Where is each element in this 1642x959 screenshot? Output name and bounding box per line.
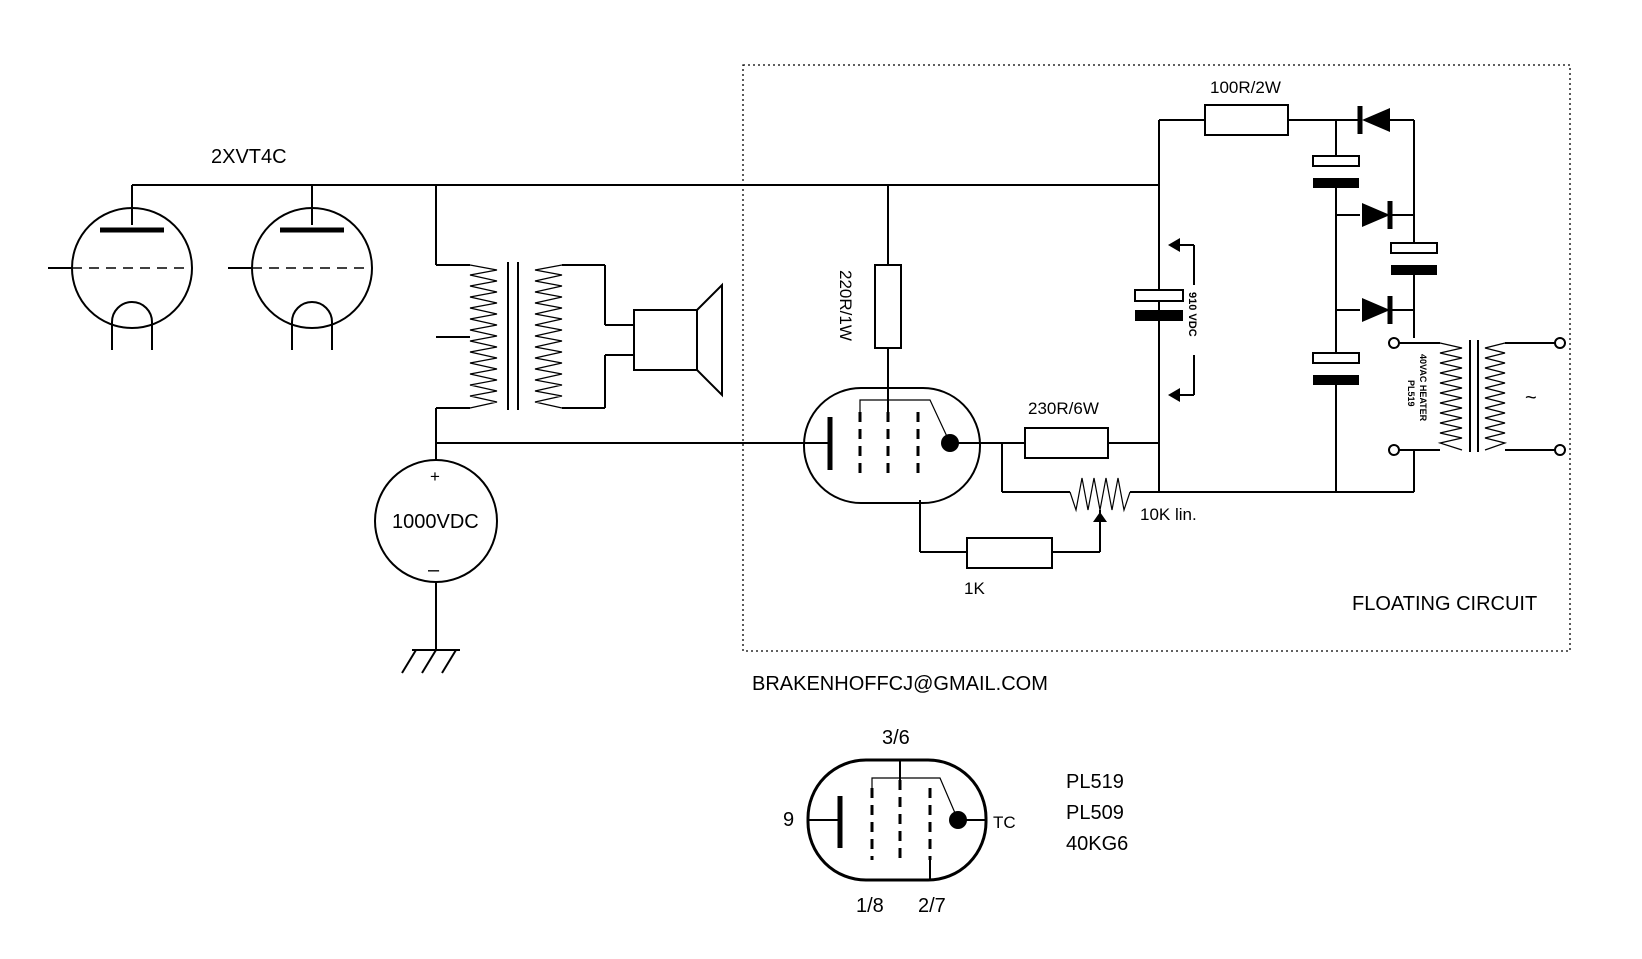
output-tubes-label: 2XVT4C [211,146,287,168]
wiring [131,119,1555,650]
pin-bottom-right-label: 2/7 [918,895,946,917]
output-transformer-icon [469,262,563,410]
pin-right-label: TC [993,813,1016,832]
grid-resistor [966,537,1053,569]
triode-tube-1 [48,207,193,350]
cathode-resistor-label: 230R/6W [1028,399,1099,418]
diode-icon [1362,296,1393,324]
heater-label-2: PL519 [1406,380,1416,407]
capacitor-icon [1312,155,1360,188]
hv-supply-label: 1000VDC [392,511,479,533]
email-label: BRAKENHOFFCJ@GMAIL.COM [752,673,1048,695]
pot-label: 10K lin. [1140,505,1197,524]
triode-tube-2 [228,207,373,350]
speaker-icon [633,282,723,398]
heater-label-1: 40VAC HEATER [1418,354,1428,422]
voltage-readout [1168,238,1195,402]
anode-resistor-label: 220R/1W [836,270,855,341]
capacitor-icon [1134,185,1184,400]
heater-transformer [1388,337,1566,456]
tube-type-3: 40KG6 [1066,833,1128,855]
hv-minus-label: – [428,559,440,581]
tube-type-1: PL519 [1066,771,1124,793]
capacitor-icon [1390,242,1438,275]
grid-resistor-label: 1K [964,579,985,598]
ac-symbol: ~ [1525,387,1537,409]
pin-left-label: 9 [783,809,794,831]
cathode-resistor [1024,427,1109,459]
diode-icon [1362,201,1393,229]
anode-resistor [874,264,902,349]
ground-icon [401,649,460,674]
diode-icon [1357,106,1390,134]
pin-bottom-left-label: 1/8 [856,895,884,917]
pentode-pinout [806,758,988,882]
floating-circuit-boundary [742,64,1571,652]
tube-type-2: PL509 [1066,802,1124,824]
pentode-tube-icon [776,387,981,504]
pin-top-label: 3/6 [882,727,910,749]
top-resistor [1204,104,1289,136]
capacitor-icon [1312,352,1360,385]
hv-supply: 1000VDC + – [374,459,498,583]
top-resistor-label: 100R/2W [1210,78,1281,97]
potentiometer [1069,477,1131,540]
voltage-readout-label: 910 VDC [1186,292,1198,337]
hv-plus-label: + [430,467,440,486]
floating-circuit-label: FLOATING CIRCUIT [1352,593,1537,615]
